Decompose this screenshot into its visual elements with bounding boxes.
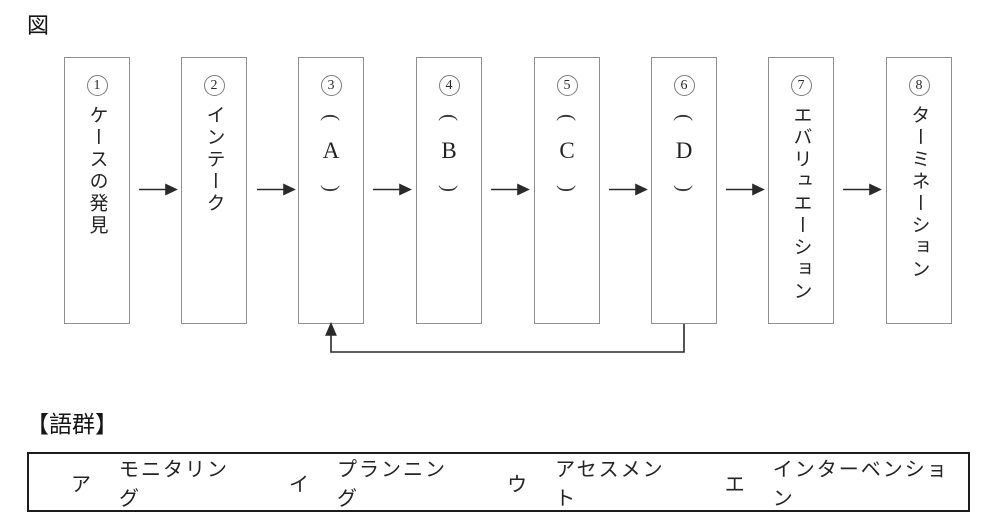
step-number-badge: 4 [438,75,460,96]
blank-slot-letter: B [441,138,457,163]
open-paren: ( [672,114,697,121]
word-option-word: プランニング [337,459,448,510]
word-option-label: ウ [507,473,530,496]
close-paren: ) [555,185,580,193]
step-number-badge: 8 [908,75,930,96]
close-paren: ) [319,185,344,193]
flow-box-step-1: 1 ケースの発見 [64,57,130,324]
arrow-right-icon [139,183,178,196]
step-number-badge: 6 [673,75,695,96]
close-paren: ) [437,185,462,193]
step-label-vertical: インテーク [203,105,225,215]
flow-box-step-8: 8 ターミネーション [886,57,952,324]
flow-box-step-3: 3 ( A ) [298,57,364,324]
word-group-box: ア モニタリング イ プランニング ウ アセスメント エ インターベンション [27,452,970,512]
open-paren: ( [555,114,580,121]
flow-box-step-4: 4 ( B ) [416,57,482,324]
flow-arrows-overlay [139,183,882,353]
flow-box-step-7: 7 エバリュエーション [768,57,834,324]
word-option-label: イ [289,473,312,496]
word-option-a: ア モニタリング [71,453,249,511]
word-option-label: ア [71,473,93,496]
flow-box-step-2: 2 インテーク [181,57,247,324]
step-number-badge: 7 [790,75,812,96]
open-paren: ( [437,114,462,121]
blank-slot-letter: C [559,138,575,163]
open-paren: ( [319,114,344,121]
step-number-badge: 5 [556,75,578,96]
step-label-vertical: ターミネーション [908,105,930,281]
arrow-right-icon [726,183,765,196]
word-option-word: モニタリング [119,459,229,510]
word-option-i: イ プランニング [289,453,467,511]
word-option-word: インターベンション [772,459,949,510]
word-option-label: エ [724,473,747,496]
arrow-right-icon [373,183,412,196]
step-number-badge: 1 [86,75,108,96]
word-option-word: アセスメント [555,459,665,510]
step-number-badge: 2 [203,75,225,96]
close-paren: ) [672,185,697,193]
arrow-right-icon [843,183,882,196]
word-option-e: エ インターベンション [725,453,968,511]
flow-box-step-6: 6 ( D ) [651,57,717,324]
blank-slot-letter: A [322,138,340,163]
flow-box-step-5: 5 ( C ) [534,57,600,324]
word-group-heading: 【語群】 [26,412,118,437]
word-option-u: ウ アセスメント [507,453,685,511]
step-label-vertical: エバリュエーション [790,105,812,303]
step-number-badge: 3 [320,75,342,96]
arrow-right-icon [257,183,296,196]
figure-title: 図 [27,13,50,38]
blank-slot-letter: D [675,138,693,163]
arrow-right-icon [491,183,530,196]
arrow-right-icon [609,183,648,196]
step-label-vertical: ケースの発見 [86,105,108,237]
feedback-arrow [325,321,685,353]
